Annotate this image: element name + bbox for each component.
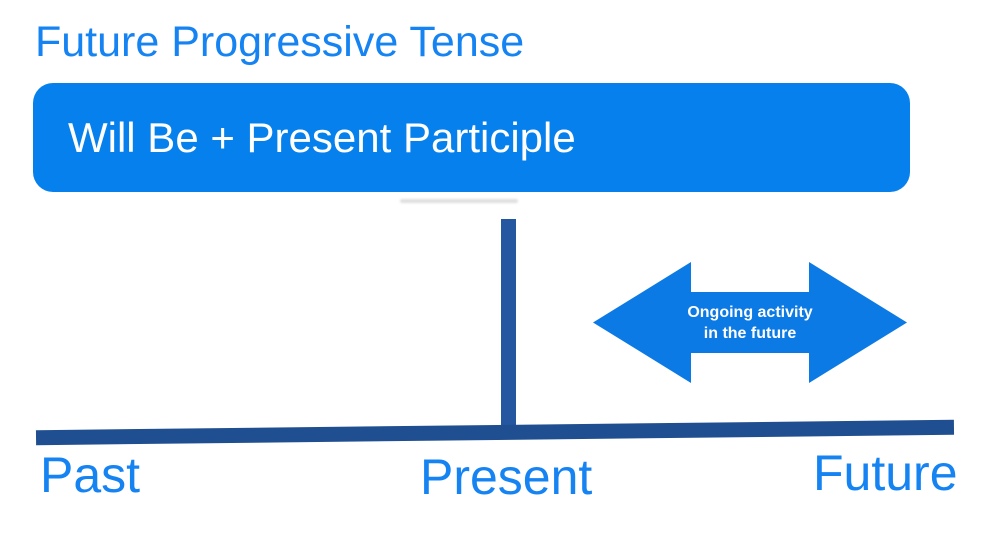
timeline-bar	[35, 419, 955, 446]
double-headed-arrow-icon	[593, 262, 907, 383]
arrow-annotation: Ongoing activity in the future	[593, 262, 907, 383]
smudge-artifact	[400, 199, 518, 203]
timeline-label-present: Present	[420, 449, 593, 505]
present-tick-mark	[501, 219, 516, 437]
page-title: Future Progressive Tense	[35, 18, 525, 66]
arrow-annotation-line1: Ongoing activity	[687, 303, 813, 321]
double-arrow-shape	[593, 262, 907, 383]
arrow-annotation-line2: in the future	[703, 324, 797, 342]
formula-label: Will Be + Present Participle	[68, 113, 576, 161]
timeline-label-past: Past	[40, 447, 141, 503]
formula-box: Will Be + Present Participle	[33, 83, 910, 192]
timeline-label-future: Future	[813, 445, 958, 501]
future-span-arrow: Ongoing activity in the future	[593, 262, 907, 383]
